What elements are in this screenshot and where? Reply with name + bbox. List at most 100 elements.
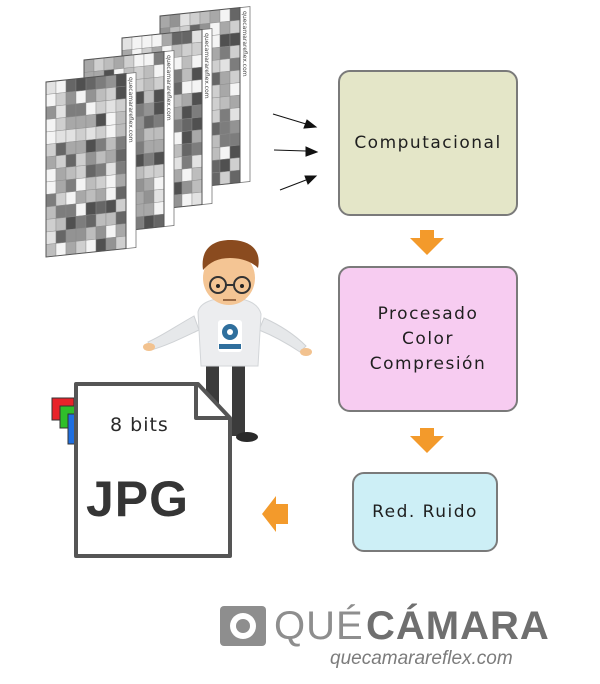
pixel-cell <box>219 108 231 123</box>
arrow-left <box>262 496 288 532</box>
pixel-cell <box>209 9 221 24</box>
pixel-cell <box>55 167 67 182</box>
pixel-cell <box>55 204 67 219</box>
pixel-cell <box>45 105 57 120</box>
pixel-cell <box>219 170 231 185</box>
pixel-cell <box>115 160 127 175</box>
pixel-cell <box>65 91 77 106</box>
pixel-cell <box>115 198 127 213</box>
pixel-cell <box>105 149 117 164</box>
input-arrowhead-2 <box>305 146 319 157</box>
pixel-cell <box>105 211 117 226</box>
pixel-cell <box>229 157 241 172</box>
sensor-frame-watermark: quecamarareflex.com <box>241 11 248 77</box>
pixel-cell <box>181 180 193 195</box>
pixel-cell <box>85 151 97 166</box>
pixel-cell <box>191 41 203 56</box>
sensor-frame-border <box>45 73 127 258</box>
brand-url: quecamarareflex.com <box>330 648 513 669</box>
pixel-cell <box>181 92 193 107</box>
pixel-cell <box>75 127 87 142</box>
pixel-cell <box>55 242 67 257</box>
pixel-cell <box>191 29 203 44</box>
pixel-cell <box>153 113 165 128</box>
pixel-cell <box>219 58 231 73</box>
pixel-cell <box>191 191 203 206</box>
pixel-cell <box>95 175 107 190</box>
pixel-cell <box>191 179 203 194</box>
pixel-cell <box>143 139 155 154</box>
pixel-cell <box>191 166 203 181</box>
pixel-cell <box>95 75 107 90</box>
leg-right <box>232 360 245 436</box>
pixel-cell <box>65 203 77 218</box>
pixel-cell <box>181 42 193 57</box>
file-format-label: JPG <box>86 471 190 527</box>
pixel-cell <box>45 168 57 183</box>
pixel-cell <box>219 70 231 85</box>
pixel-cell <box>45 218 57 233</box>
pixel-cell <box>153 138 165 153</box>
pixel-cell <box>45 230 57 245</box>
pixel-cell <box>45 130 57 145</box>
pixel-cell <box>229 19 241 34</box>
pixel-cell <box>181 55 193 70</box>
pixel-cell <box>153 101 165 116</box>
pixel-cell <box>85 164 97 179</box>
pixel-cell <box>75 165 87 180</box>
brand-name-light: QUÉ <box>274 604 364 648</box>
pixel-cell <box>153 63 165 78</box>
pixel-cell <box>75 177 87 192</box>
pixel-cell <box>121 36 133 51</box>
pixel-cell <box>143 189 155 204</box>
pixel-cell <box>115 235 127 250</box>
pixel-cell <box>105 161 117 176</box>
pixel-cell <box>85 114 97 129</box>
pixel-cell <box>219 158 231 173</box>
pixel-cell <box>199 10 211 25</box>
pixel-cell <box>229 169 241 184</box>
pixel-cell <box>219 95 231 110</box>
stage-computational: Computacional <box>338 70 518 216</box>
input-arrows <box>272 113 319 191</box>
pixel-cell <box>45 180 57 195</box>
arrow-down-1 <box>410 230 444 255</box>
stage-noise-reduction: Red. Ruido <box>352 472 498 552</box>
sensor-frame-watermark: quecamarareflex.com <box>203 33 210 99</box>
pixel-cell <box>229 107 241 122</box>
pixel-cell <box>143 177 155 192</box>
pixel-cell <box>95 125 107 140</box>
pixel-cell <box>85 176 97 191</box>
pixel-cell <box>105 111 117 126</box>
pixel-cell <box>143 64 155 79</box>
pixel-cell <box>65 241 77 256</box>
sensor-frame: quecamarareflex.com <box>45 72 137 258</box>
pixel-cell <box>153 126 165 141</box>
pixel-cell <box>181 30 193 45</box>
pixel-cell <box>131 35 143 50</box>
pixel-cell <box>115 123 127 138</box>
pixel-cell <box>229 32 241 47</box>
pixel-cell <box>85 139 97 154</box>
pixel-cell <box>85 214 97 229</box>
pixel-cell <box>115 185 127 200</box>
pixel-cell <box>85 126 97 141</box>
pixel-cell <box>95 137 107 152</box>
pixel-cell <box>219 145 231 160</box>
pixel-cell <box>115 73 127 88</box>
pixel-cell <box>75 90 87 105</box>
pixel-cell <box>159 14 171 29</box>
pixel-cell <box>143 127 155 142</box>
flow-arrows <box>262 230 444 532</box>
file-fold <box>194 384 230 420</box>
pixel-cell <box>153 213 165 228</box>
pixel-cell <box>65 78 77 93</box>
pixel-cell <box>45 243 57 258</box>
pixel-cell <box>103 56 115 71</box>
hand-right <box>300 348 312 356</box>
pixel-cell <box>105 236 117 251</box>
pixel-cell <box>181 105 193 120</box>
pixel-cell <box>143 114 155 129</box>
hand-left <box>143 343 155 351</box>
